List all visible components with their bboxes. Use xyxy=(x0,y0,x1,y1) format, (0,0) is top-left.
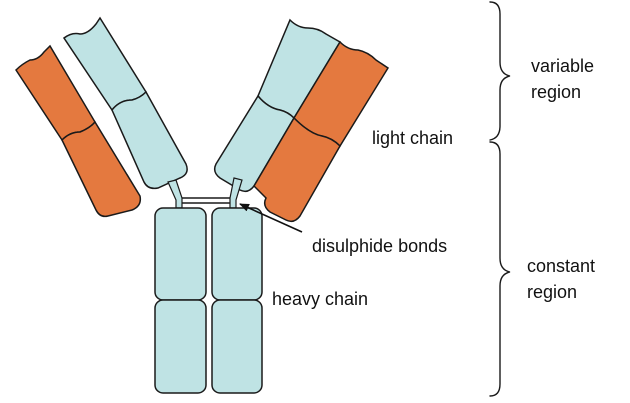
left-light-chain xyxy=(15,44,142,218)
heavy-chain-label: heavy chain xyxy=(272,289,368,309)
stem-right-upper-segment xyxy=(211,207,263,301)
left-heavy-chain-constant-segment xyxy=(111,90,188,190)
stem-right-lower-segment xyxy=(211,299,263,394)
constant-region-label-line2: region xyxy=(527,282,577,302)
light-chain-label: light chain xyxy=(372,128,453,148)
right-light-chain xyxy=(253,40,390,223)
left-hinge-link xyxy=(167,179,183,209)
stem-left-lower-segment xyxy=(154,299,207,394)
left-light-chain-constant-segment xyxy=(61,120,142,218)
constant-region-label-line1: constant xyxy=(527,256,595,276)
heavy-chain-stem xyxy=(154,207,263,394)
variable-region-label-line1: variable xyxy=(531,56,594,76)
variable-region-brace xyxy=(489,1,511,141)
disulphide-pointer-arrow xyxy=(239,203,303,233)
disulphide-bonds-label: disulphide bonds xyxy=(312,236,447,256)
variable-region-label-line2: region xyxy=(531,82,581,102)
left-heavy-chain-arm xyxy=(62,16,188,190)
constant-region-brace xyxy=(489,141,511,397)
right-light-chain-constant-segment xyxy=(253,116,341,223)
right-heavy-chain-arm xyxy=(213,18,342,193)
stem-left-upper-segment xyxy=(154,207,207,301)
